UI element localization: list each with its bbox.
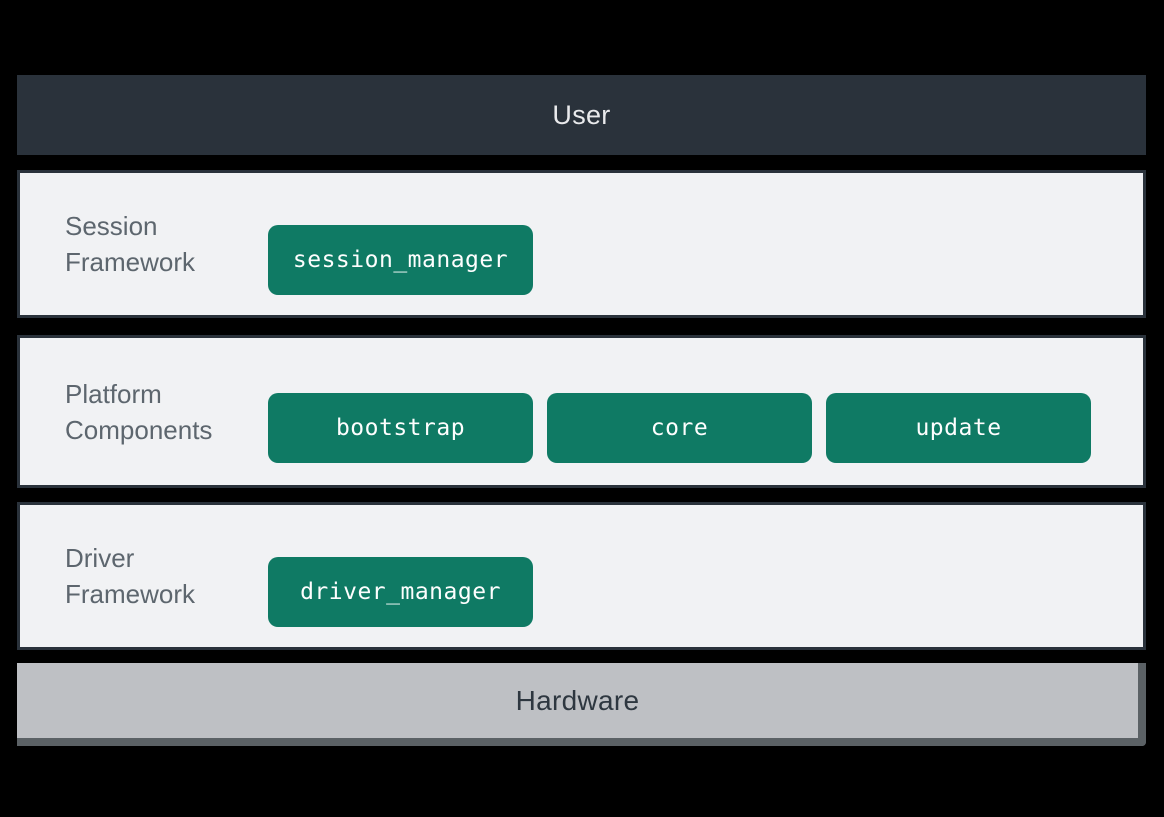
layer-label-session-framework: Session Framework <box>65 208 265 280</box>
layer-panel-driver-framework: Driver Framework driver_manager <box>17 502 1146 650</box>
component-chip-core: core <box>547 392 812 463</box>
layer-label-line: Platform <box>65 378 162 409</box>
user-layer-bar: User <box>17 75 1146 155</box>
user-layer-label: User <box>552 99 611 130</box>
component-chip-session-manager: session_manager <box>268 225 533 295</box>
chip-row-platform-components: bootstrap core update <box>268 392 1091 463</box>
layer-label-line: Session <box>65 211 158 241</box>
layer-label-line: Framework <box>65 579 196 609</box>
layer-label-line: Components <box>65 414 213 445</box>
component-chip-bootstrap: bootstrap <box>268 392 533 463</box>
layer-label-driver-framework: Driver Framework <box>65 540 265 612</box>
layer-label-line: Framework <box>65 247 196 277</box>
hardware-layer-label: Hardware <box>515 684 640 716</box>
component-chip-driver-manager: driver_manager <box>268 557 533 627</box>
layer-label-platform-components: Platform Components <box>65 376 265 448</box>
chip-row-session-framework: session_manager <box>268 225 533 295</box>
layer-label-line: Driver <box>65 543 135 573</box>
layer-panel-platform-components: Platform Components bootstrap core updat… <box>17 335 1146 488</box>
component-chip-update: update <box>826 392 1091 463</box>
chip-row-driver-framework: driver_manager <box>268 557 533 627</box>
layer-panel-session-framework: Session Framework session_manager <box>17 170 1146 318</box>
hardware-layer-bar: Hardware <box>17 663 1146 746</box>
